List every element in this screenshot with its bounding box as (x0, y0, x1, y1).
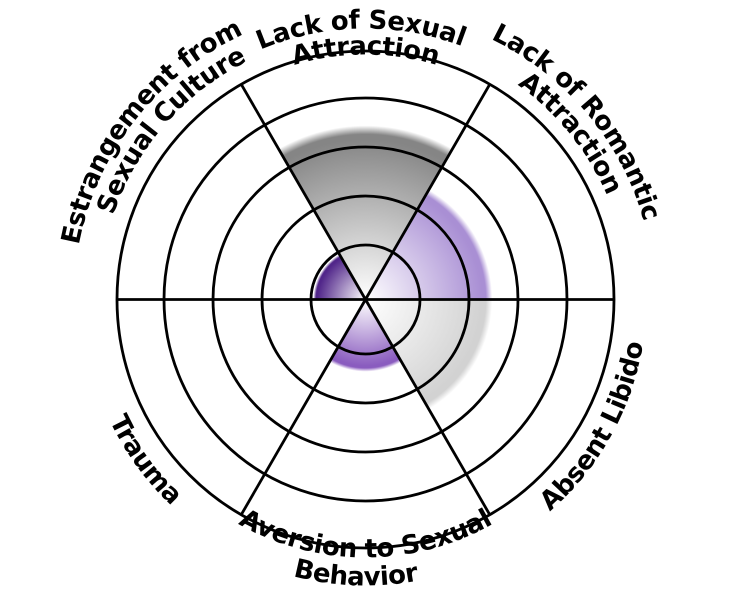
spoke-240deg (240, 298, 367, 516)
polar-grid-layer (115, 49, 616, 550)
wedge-estrangement-from-sexual-culture (313, 254, 366, 300)
axis-label-lack-of-sexual-attraction-line-2: Attraction (288, 31, 442, 71)
axis-label-absent-libido-line-1: Absent Libido (534, 339, 650, 517)
wedge-absent-libido (365, 299, 493, 410)
wedge-aversion-to-sexual-behavior (329, 299, 402, 372)
spoke-300deg (364, 298, 491, 516)
axis-label-aversion-to-sexual-behavior-line-1: Aversion to Sexual (235, 503, 497, 564)
spoke-60deg (364, 83, 491, 301)
wedge-lack-of-romantic-attraction (365, 189, 493, 300)
wedges-layer (278, 125, 493, 410)
spoke-120deg (240, 83, 367, 301)
wedge-lack-of-sexual-attraction (278, 125, 453, 300)
